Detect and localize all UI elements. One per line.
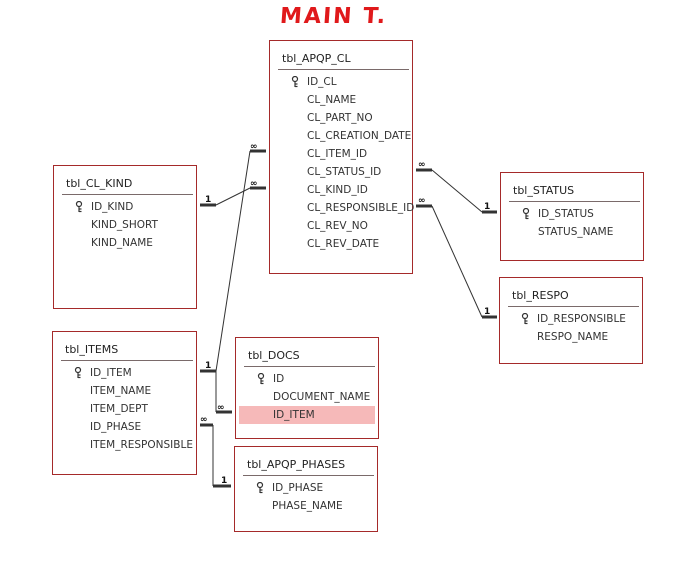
field-name: DOCUMENT_NAME	[273, 391, 371, 403]
table-title: tbl_CL_KIND	[66, 177, 133, 190]
rel-kind-many-label: ∞	[250, 179, 258, 189]
field-name: CL_CREATION_DATE	[307, 130, 412, 142]
rel-kind-one-label: 1	[205, 195, 211, 205]
field-row[interactable]: CL_REV_DATE	[273, 235, 409, 253]
key-icon	[257, 373, 265, 385]
field-row[interactable]: CL_REV_NO	[273, 217, 409, 235]
field-row[interactable]: ITEM_DEPT	[56, 400, 193, 418]
field-row[interactable]: STATUS_NAME	[504, 223, 640, 241]
field-name: RESPO_NAME	[537, 331, 609, 343]
field-name: ITEM_RESPONSIBLE	[90, 439, 193, 451]
divider	[509, 201, 640, 202]
key-icon	[291, 76, 299, 88]
table-docs[interactable]: tbl_DOCS ID DOCUMENT_NAME ID_ITEM	[235, 337, 379, 439]
table-title: tbl_ITEMS	[65, 343, 119, 356]
field-name: KIND_SHORT	[91, 219, 158, 231]
table-items[interactable]: tbl_ITEMS ID_ITEM ITEM_NAME ITEM_DEPT ID…	[52, 331, 197, 475]
rel-phases-one-label: 1	[221, 476, 227, 486]
field-name: ID_ITEM	[273, 409, 315, 421]
field-name: ID	[273, 373, 285, 385]
field-name: CL_KIND_ID	[307, 184, 368, 196]
rel-items-many-label: ∞	[250, 142, 258, 152]
divider	[243, 475, 374, 476]
field-name: KIND_NAME	[91, 237, 153, 249]
divider	[508, 306, 639, 307]
key-icon	[256, 482, 264, 494]
field-row[interactable]: ITEM_RESPONSIBLE	[56, 436, 193, 454]
field-row[interactable]: ID	[239, 370, 375, 388]
table-title: tbl_STATUS	[513, 184, 575, 197]
field-row-selected[interactable]: ID_ITEM	[239, 406, 375, 424]
field-name: ITEM_DEPT	[90, 403, 148, 415]
field-row[interactable]: ITEM_NAME	[56, 382, 193, 400]
field-name: ID_STATUS	[538, 208, 594, 220]
field-row[interactable]: ID_PHASE	[238, 479, 374, 497]
table-title: tbl_APQP_PHASES	[247, 458, 346, 471]
field-name: STATUS_NAME	[538, 226, 614, 238]
table-title: tbl_RESPO	[512, 289, 569, 302]
field-name: CL_REV_DATE	[307, 238, 380, 250]
rel-respo-one-label: 1	[484, 307, 490, 317]
field-row[interactable]: ID_ITEM	[56, 364, 193, 382]
key-icon	[74, 367, 82, 379]
table-respo[interactable]: tbl_RESPO ID_RESPONSIBLE RESPO_NAME	[499, 277, 643, 364]
rel-phases-many-label: ∞	[200, 415, 208, 425]
key-icon	[522, 208, 530, 220]
field-name: ID_CL	[307, 76, 337, 88]
field-name: ID_PHASE	[90, 421, 142, 433]
field-name: CL_NAME	[307, 94, 357, 106]
field-name: ITEM_NAME	[90, 385, 152, 397]
field-name: ID_PHASE	[272, 482, 324, 494]
field-row[interactable]: ID_PHASE	[56, 418, 193, 436]
field-name: ID_ITEM	[90, 367, 132, 379]
field-row[interactable]: CL_STATUS_ID	[273, 163, 409, 181]
field-name: CL_REV_NO	[307, 220, 368, 232]
field-name: ID_KIND	[91, 201, 134, 213]
rel-status-one-label: 1	[484, 202, 490, 212]
rel-items-one-label: 1	[205, 361, 211, 371]
field-row[interactable]: KIND_NAME	[57, 234, 193, 252]
field-name: CL_RESPONSIBLE_ID	[307, 202, 415, 214]
rel-status-many-label: ∞	[418, 160, 426, 170]
field-row[interactable]: CL_RESPONSIBLE_ID	[273, 199, 414, 217]
divider	[278, 69, 409, 70]
rel-respo-many-label: ∞	[418, 196, 426, 206]
field-name: CL_PART_NO	[307, 112, 373, 124]
field-row[interactable]: CL_ITEM_ID	[273, 145, 409, 163]
field-name: ID_RESPONSIBLE	[537, 313, 626, 325]
divider	[244, 366, 375, 367]
field-row[interactable]: ID_STATUS	[504, 205, 640, 223]
key-icon	[75, 201, 83, 213]
table-status[interactable]: tbl_STATUS ID_STATUS STATUS_NAME	[500, 172, 644, 261]
field-row[interactable]: ID_RESPONSIBLE	[503, 310, 639, 328]
field-row[interactable]: ID_KIND	[57, 198, 193, 216]
divider	[62, 194, 193, 195]
field-row[interactable]: CL_PART_NO	[273, 109, 409, 127]
field-row[interactable]: DOCUMENT_NAME	[239, 388, 375, 406]
field-name: CL_ITEM_ID	[307, 148, 368, 160]
table-title: tbl_DOCS	[248, 349, 300, 362]
table-title: tbl_APQP_CL	[282, 52, 351, 65]
field-name: PHASE_NAME	[272, 500, 343, 512]
field-row[interactable]: PHASE_NAME	[238, 497, 374, 515]
divider	[61, 360, 193, 361]
field-row[interactable]: CL_KIND_ID	[273, 181, 409, 199]
table-apqp-cl[interactable]: tbl_APQP_CL ID_CL CL_NAME CL_PART_NO CL_…	[269, 40, 414, 274]
field-name: CL_STATUS_ID	[307, 166, 382, 178]
field-row[interactable]: RESPO_NAME	[503, 328, 639, 346]
field-row[interactable]: ID_CL	[273, 73, 409, 91]
table-cl-kind[interactable]: tbl_CL_KIND ID_KIND KIND_SHORT KIND_NAME	[53, 165, 197, 309]
table-apqp-phases[interactable]: tbl_APQP_PHASES ID_PHASE PHASE_NAME	[234, 446, 378, 532]
field-row[interactable]: CL_NAME	[273, 91, 409, 109]
key-icon	[521, 313, 529, 325]
rel-docs-many-label: ∞	[217, 403, 225, 413]
field-row[interactable]: CL_CREATION_DATE	[273, 127, 412, 145]
field-row[interactable]: KIND_SHORT	[57, 216, 193, 234]
